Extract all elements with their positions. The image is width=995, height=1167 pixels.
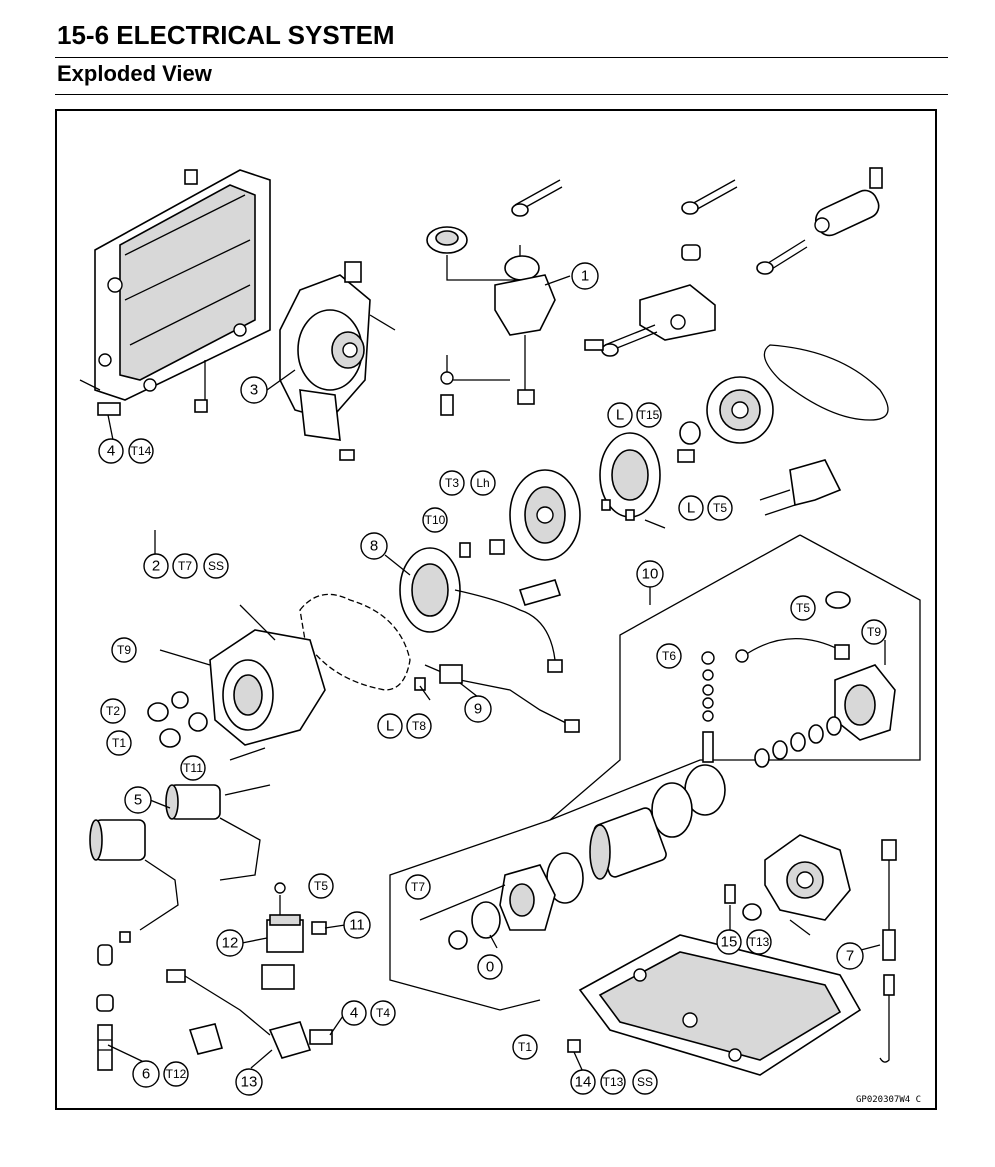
oil-pressure-switch-drawing	[879, 839, 897, 1063]
callout-2: 2	[152, 558, 160, 575]
torque-t5b: T5	[796, 601, 810, 615]
section-title: 15-6 ELECTRICAL SYSTEM	[57, 20, 395, 50]
symbol-ss1: SS	[208, 559, 224, 573]
torque-t6: T6	[662, 649, 676, 663]
page-subtitle: Exploded View	[57, 61, 212, 86]
callout-12: 12	[222, 935, 239, 952]
torque-t9b: T9	[867, 625, 881, 639]
figure-code: GP020307W4 C	[856, 1095, 921, 1105]
torque-t12: T12	[166, 1067, 187, 1081]
callout-3: 3	[250, 382, 258, 399]
pump-cover-drawing	[724, 834, 851, 936]
callout-15: 15	[721, 934, 738, 951]
callout-8: 8	[370, 538, 378, 555]
torque-t9a: T9	[117, 643, 131, 657]
starter-group-outline	[389, 534, 921, 1011]
torque-t14: T14	[131, 444, 152, 458]
symbol-ss2: SS	[637, 1075, 653, 1089]
callout-5: 5	[134, 792, 142, 809]
torque-t13b: T13	[603, 1075, 624, 1089]
callout-11: 11	[349, 917, 365, 934]
torque-t8: T8	[412, 719, 426, 733]
rotor-drawing	[509, 432, 842, 561]
torque-t1a: T1	[112, 736, 126, 750]
callout-4b: 4	[350, 1005, 358, 1022]
callout-0: 0	[486, 959, 494, 976]
torque-t1b: T1	[518, 1040, 532, 1054]
symbol-l1: L	[616, 407, 624, 424]
harness-drawing	[414, 664, 580, 733]
starter-motor-drawing	[419, 591, 896, 950]
subtitle-rule	[55, 94, 948, 95]
callout-14: 14	[575, 1074, 592, 1091]
callout-6: 6	[142, 1066, 150, 1083]
radiator-drawing	[79, 169, 271, 416]
torque-t2: T2	[106, 704, 120, 718]
torque-t7b: T7	[411, 880, 425, 894]
callout-10: 10	[642, 566, 659, 583]
torque-t3: T3	[445, 476, 459, 490]
generator-cover-drawing	[147, 593, 411, 761]
diagram-frame	[55, 109, 937, 1110]
symbol-l3: L	[386, 718, 394, 735]
torque-t10: T10	[425, 513, 446, 527]
callout-4a: 4	[107, 443, 115, 460]
callout-1: 1	[581, 268, 589, 285]
callout-7: 7	[846, 948, 854, 965]
stator-drawing	[399, 539, 563, 673]
neutral-switch-drawing	[166, 969, 333, 1059]
sprocket-chain-drawing	[677, 344, 889, 463]
fan-assembly-drawing	[279, 261, 396, 461]
lock-set-drawing	[584, 167, 883, 357]
symbol-lh: Lh	[476, 476, 489, 490]
relay-drawing	[261, 882, 327, 990]
spark-plug-drawing	[97, 1024, 113, 1071]
callouts: 1 3 4 T14 L T15 T3 Lh T10 L T5 2 T7 SS 8…	[98, 262, 887, 1096]
torque-t11: T11	[183, 761, 203, 775]
torque-t4: T4	[376, 1006, 390, 1020]
torque-t5a: T5	[713, 501, 727, 515]
torque-t5c: T5	[314, 879, 328, 893]
ignition-coils-drawing	[89, 784, 271, 1012]
symbol-l2: L	[687, 500, 695, 517]
torque-t13a: T13	[749, 935, 770, 949]
oil-pan-drawing	[567, 934, 862, 1076]
callout-13: 13	[241, 1074, 258, 1091]
torque-t15: T15	[639, 408, 660, 422]
title-rule	[55, 57, 948, 58]
ignition-switch-drawing	[426, 179, 563, 416]
callout-9: 9	[474, 701, 482, 718]
torque-t7a: T7	[178, 559, 192, 573]
